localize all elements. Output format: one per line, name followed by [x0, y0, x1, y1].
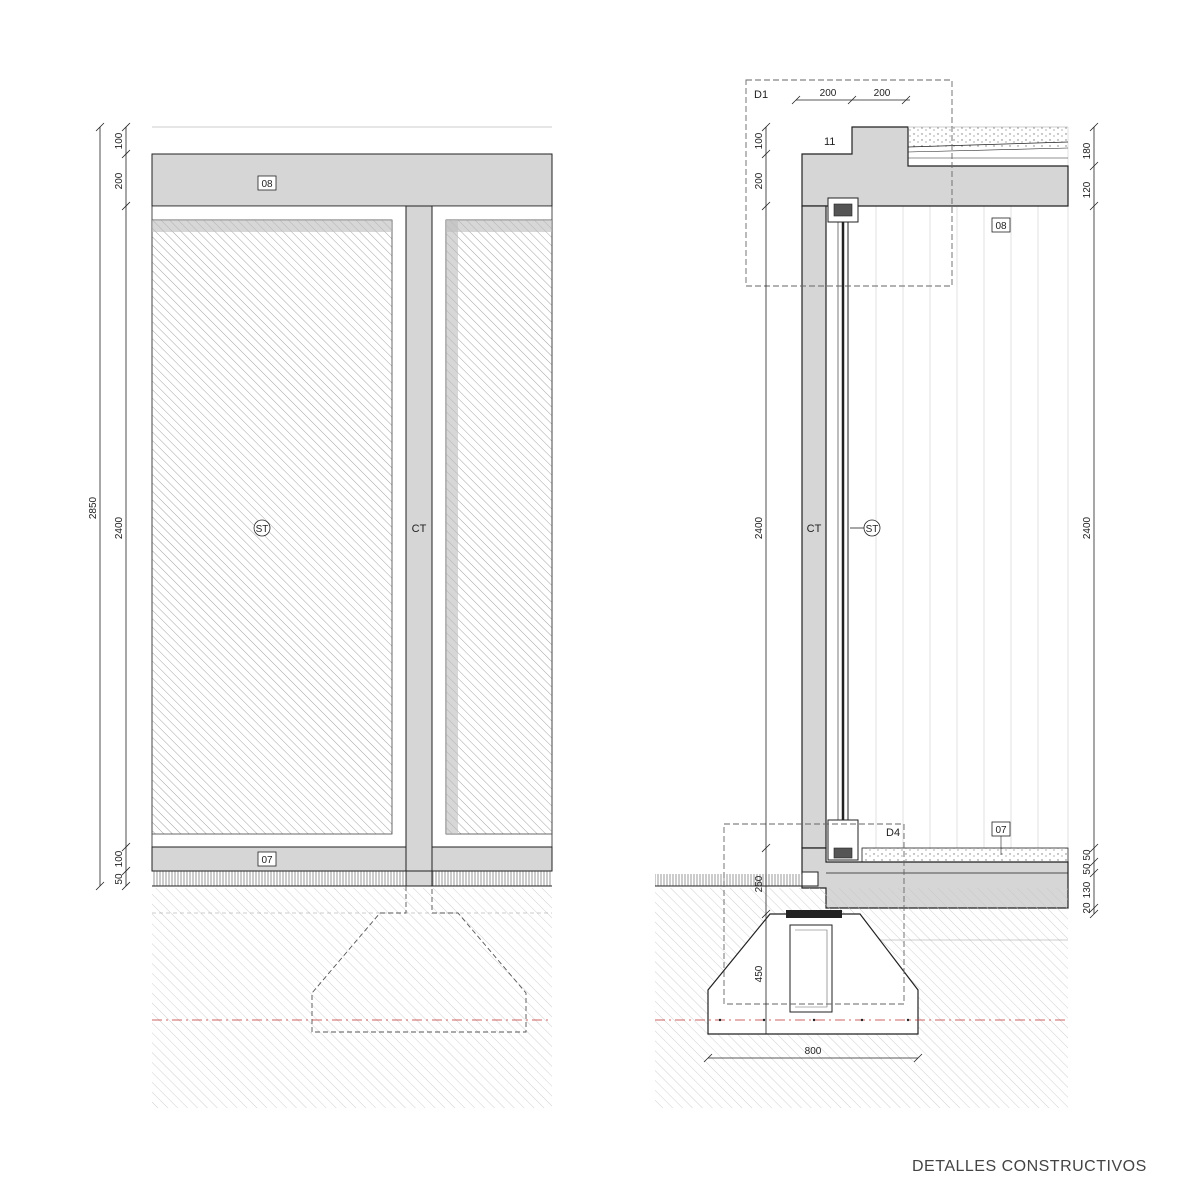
dim-2400: 2400 — [114, 516, 125, 539]
bottom-beam-tag: 07 — [261, 855, 273, 866]
section-dimensions — [703, 95, 1099, 1063]
dim-left-100: 100 — [754, 132, 765, 149]
detail-box-d1 — [745, 79, 953, 287]
dim-right-20: 20 — [1082, 902, 1093, 914]
dim-bot-100: 100 — [114, 850, 125, 867]
dim-right-120: 120 — [1082, 181, 1093, 198]
dim-right-2400: 2400 — [1082, 516, 1093, 539]
detail-label-d1: D1 — [754, 89, 768, 101]
elevation-glass-right — [445, 219, 553, 835]
section-column-tag: CT — [807, 523, 822, 535]
dim-top-100: 100 — [114, 132, 125, 149]
dim-top-200b: 200 — [874, 88, 891, 99]
section-column — [801, 205, 827, 849]
dim-footing-800: 800 — [805, 1046, 822, 1057]
dim-top-200a: 200 — [820, 88, 837, 99]
elevation-glass-left — [151, 219, 393, 835]
elevation-glass-tag: ST — [256, 524, 269, 535]
elevation-soil — [152, 888, 552, 1108]
elevation-view: 08 CT ST 07 — [88, 122, 553, 1108]
sheet-title: DETALLES CONSTRUCTIVOS — [912, 1158, 1147, 1175]
dim-top-200: 200 — [114, 172, 125, 189]
dim-total: 2850 — [88, 496, 99, 519]
section-view: 08 11 CT ST 07 — [655, 79, 1099, 1108]
elevation-bottom-beam — [151, 846, 407, 872]
dim-right-50b: 50 — [1082, 863, 1093, 875]
callout-11: 11 — [824, 136, 835, 148]
dim-bot-50: 50 — [114, 873, 125, 885]
top-beam-tag: 08 — [261, 179, 273, 190]
section-roof-slab — [801, 126, 1069, 207]
elevation-top-beam — [151, 153, 553, 207]
dim-left-450: 450 — [754, 965, 765, 982]
dim-right-130: 130 — [1082, 881, 1093, 898]
dim-left-2400: 2400 — [754, 516, 765, 539]
dim-right-50a: 50 — [1082, 849, 1093, 861]
dim-left-200: 200 — [754, 172, 765, 189]
roof-slab-tag: 08 — [995, 221, 1007, 232]
elevation-column-tag: CT — [412, 523, 427, 535]
dim-left-250: 250 — [754, 875, 765, 892]
dim-right-180: 180 — [1082, 142, 1093, 159]
top-beam-tag-box — [257, 175, 277, 191]
elevation-glass-tag-circle — [253, 519, 271, 537]
elevation-column — [405, 205, 433, 887]
detail-label-d4: D4 — [886, 827, 900, 839]
section-glazing — [827, 197, 859, 861]
detail-box-d4 — [723, 823, 905, 1005]
bottom-beam-tag-box — [257, 851, 277, 867]
elevation-dimensions — [95, 122, 131, 891]
floor-slab-tag: 07 — [995, 825, 1007, 836]
elevation-hidden-footing — [311, 886, 527, 1033]
section-glass-tag: ST — [866, 524, 879, 535]
section-glass-tag-circle — [863, 519, 881, 537]
roof-slab-tag-box — [991, 217, 1011, 233]
